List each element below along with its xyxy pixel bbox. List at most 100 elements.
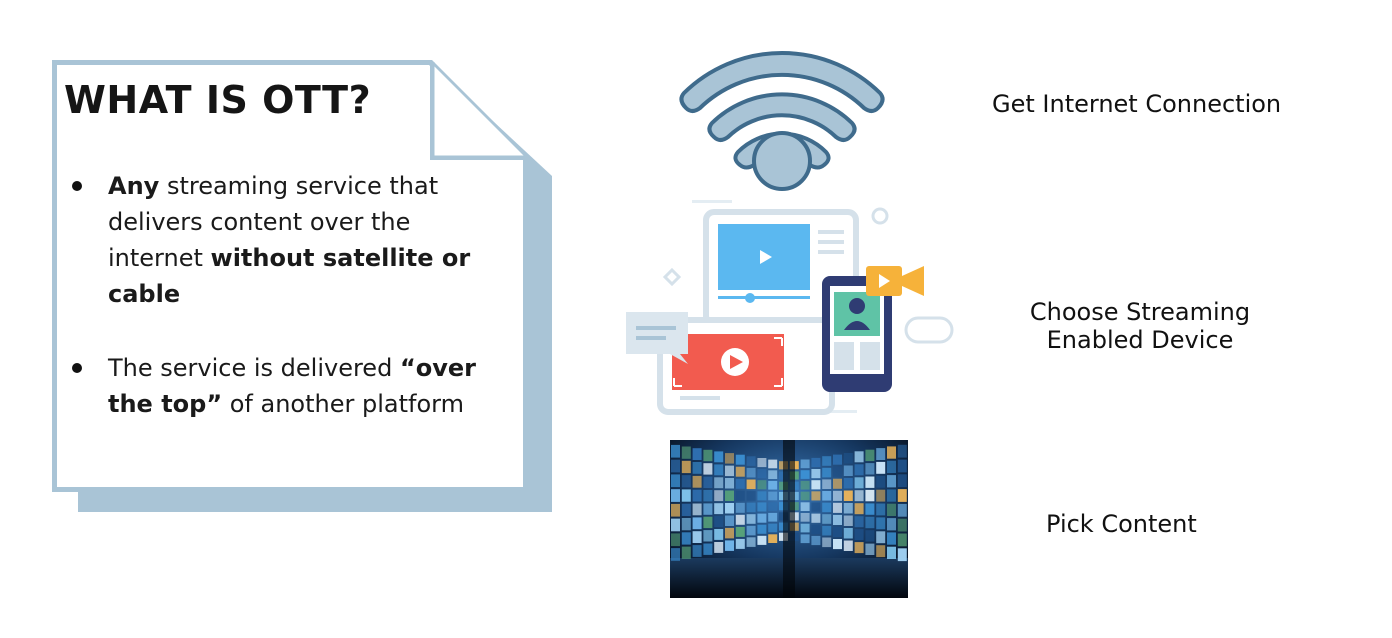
video-tile [735,454,745,465]
video-tile [887,518,896,531]
video-tile [714,464,724,476]
step-label-internet: Get Internet Connection [992,90,1282,118]
video-tile [671,444,680,458]
video-tile [865,530,875,542]
video-tile [833,539,842,550]
video-tile [822,502,832,513]
note-fold-edge [430,62,528,160]
video-tile [800,459,810,469]
video-tile [854,464,864,476]
video-tile [671,489,680,502]
video-tile [725,465,734,477]
video-tile [681,489,691,502]
video-tile [757,480,767,490]
video-tile [876,489,886,502]
step-label-device-line2: Enabled Device [1046,326,1234,354]
video-tile [746,467,756,478]
video-tile [876,517,886,530]
video-tile [876,448,886,460]
video-tile [714,490,724,502]
video-tile [854,542,864,554]
video-tile [725,453,734,464]
video-tile [746,502,756,513]
bullet-item-any-streaming: Any streaming service that delivers cont… [64,168,484,312]
video-tile [897,489,907,502]
video-tile [843,465,853,476]
video-tile [865,489,875,502]
video-tile [703,476,713,488]
video-tile [714,503,724,515]
video-tile [725,527,734,539]
video-tile [671,518,680,532]
video-tile [692,503,702,516]
video-tile [735,490,745,501]
bullet-list: Any streaming service that delivers cont… [64,168,484,422]
video-tile [865,449,875,462]
video-tile [681,460,691,474]
video-tile [833,514,842,525]
streaming-devices-icon [626,200,954,415]
bullet-text: of another platform [222,390,464,418]
video-tile [897,459,907,473]
bullet-text: The service is delivered [108,354,400,382]
video-tile [714,451,724,463]
video-tile [768,502,778,511]
video-tile [811,457,821,468]
video-tile [725,503,734,514]
video-tile [692,448,702,460]
video-tile [822,514,832,524]
video-tile [897,518,907,532]
video-tile [757,491,767,501]
video-tile [692,475,702,488]
video-tile [725,515,734,526]
bullet-item-over-the-top: The service is delivered “over the top” … [64,350,484,422]
video-tile [833,478,842,489]
video-tile [746,525,756,536]
video-tile [811,535,821,546]
video-tile [692,489,702,502]
video-tile [681,503,691,516]
video-tile [897,533,907,547]
video-tile [746,456,756,466]
video-tile [714,516,724,527]
bullet-dot [72,181,82,191]
bullet-text-bold: “over the top” [108,354,476,418]
video-tile [746,479,756,490]
video-tile [876,475,886,488]
video-tile [735,502,745,513]
video-tile [725,478,734,489]
step-label-device: Choose Streaming Enabled Device [998,298,1282,354]
video-tile [854,529,864,541]
video-tile [703,449,713,462]
video-tile [714,529,724,540]
video-tile [800,523,810,533]
video-tile [714,477,724,489]
video-tile [887,446,896,459]
video-tile [876,545,886,558]
video-tile [854,516,864,528]
video-tile [671,474,680,488]
video-tile [843,453,853,464]
video-tile [768,470,778,479]
video-tile [865,463,875,475]
video-tile [692,517,702,530]
video-tile [735,526,745,537]
video-tile [800,470,810,479]
video-tile [811,513,821,523]
video-tile [768,534,778,543]
video-tile [725,490,734,501]
video-tile [897,474,907,488]
video-tile [876,531,886,544]
bullet-dot [72,363,82,373]
video-tile [692,545,702,557]
video-tile [811,480,821,490]
video-tile [757,502,767,512]
video-tile [757,458,767,468]
video-tile [811,524,821,534]
video-tile [671,503,680,517]
video-wall-image [670,440,908,598]
bullet-text-bold: Any [108,172,160,200]
video-tile [843,478,853,489]
video-tile [800,513,810,522]
video-tile [671,548,680,561]
